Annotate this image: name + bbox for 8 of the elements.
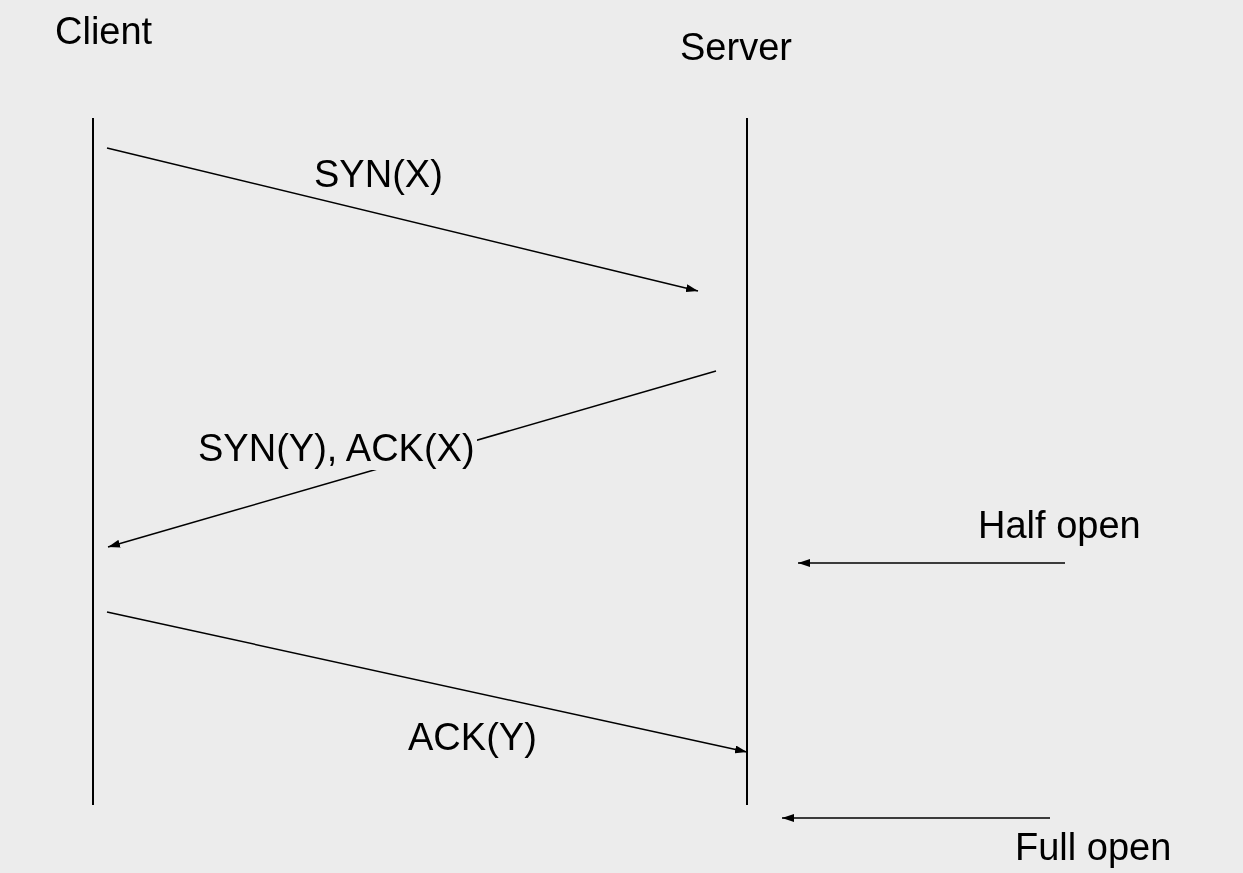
pointer-arrow xyxy=(797,559,1066,567)
message-arrow xyxy=(106,147,699,293)
state-label: Half open xyxy=(978,503,1141,547)
pointer-arrow xyxy=(781,814,1051,822)
message-arrow xyxy=(106,611,748,754)
participant-label: Server xyxy=(680,25,792,69)
state-label: Full open xyxy=(1015,825,1172,869)
participant-label: Client xyxy=(55,9,153,53)
